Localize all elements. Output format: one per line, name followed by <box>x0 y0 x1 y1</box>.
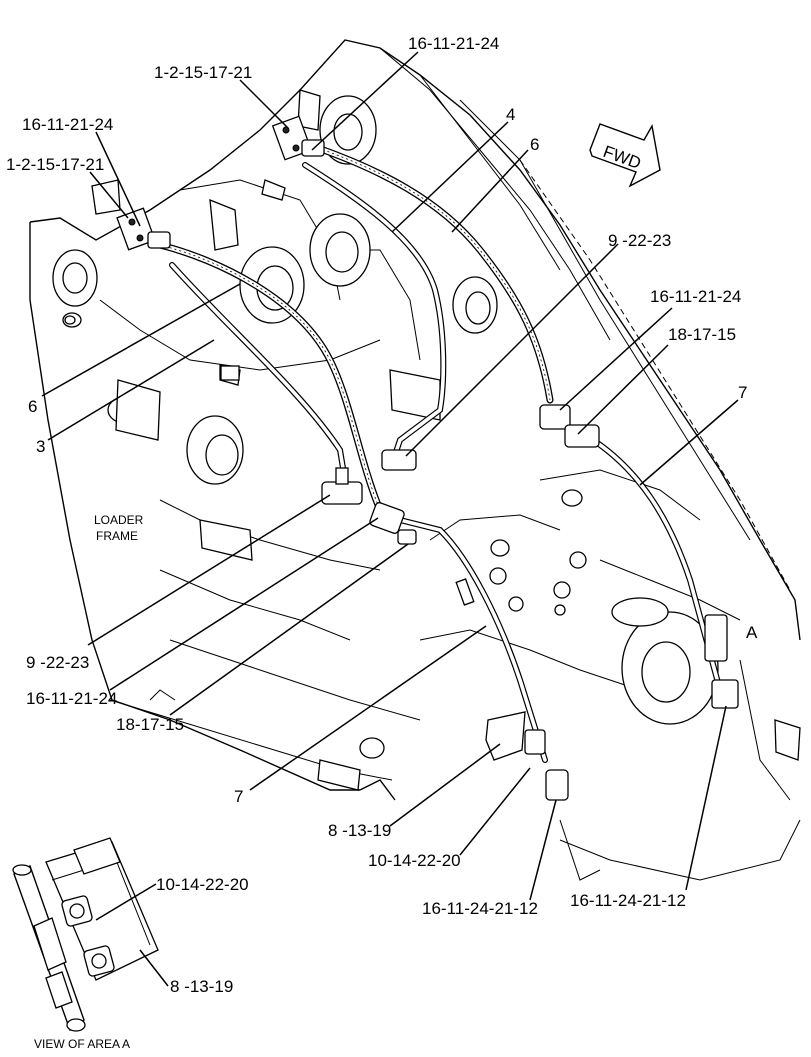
area-a-label: A <box>746 623 758 642</box>
inset-callout-10-14-22-20: 10-14-22-20 <box>156 875 249 894</box>
callout-9-22-23-left: 9 -22-23 <box>26 653 89 672</box>
frame-bores <box>52 95 719 759</box>
hose-6-right <box>314 144 554 404</box>
callout-16-11-24-21-12-right: 16-11-24-21-12 <box>570 891 686 910</box>
callout-16-11-21-24-left: 16-11-21-24 <box>22 115 113 134</box>
tube-7-right <box>587 435 723 693</box>
callout-16-11-21-24-right: 16-11-21-24 <box>650 287 741 306</box>
loader-frame-label-line1: LOADER <box>94 513 144 527</box>
callout-1-2-15-17-21-top: 1-2-15-17-21 <box>154 63 252 82</box>
callout-18-17-15-right: 18-17-15 <box>668 325 736 344</box>
view-of-area-a-caption: VIEW OF AREA A <box>34 1037 130 1051</box>
fittings <box>116 115 739 801</box>
callout-18-17-15-left: 18-17-15 <box>116 715 184 734</box>
callout-1-2-15-17-21-left: 1-2-15-17-21 <box>6 155 104 174</box>
fwd-arrow: FWD <box>589 123 661 188</box>
callout-16-11-21-24-top: 16-11-21-24 <box>408 34 499 53</box>
frame-brackets <box>91 89 801 791</box>
callouts: 16-11-21-24 1-2-15-17-21 16-11-21-24 1-2… <box>6 34 747 918</box>
callout-8-13-19: 8 -13-19 <box>328 821 391 840</box>
callout-9-22-23-right: 9 -22-23 <box>608 231 671 250</box>
callout-7-left: 7 <box>234 787 243 806</box>
hose-6-left <box>156 241 382 509</box>
callout-10-14-22-20: 10-14-22-20 <box>368 851 461 870</box>
callout-16-11-24-21-12-mid: 16-11-24-21-12 <box>422 899 538 918</box>
leader-lines <box>41 51 739 901</box>
tube-3 <box>169 262 348 483</box>
callout-6-upper: 6 <box>530 135 539 154</box>
callout-7-right: 7 <box>738 383 747 402</box>
callout-16-11-21-24-mid: 16-11-21-24 <box>26 689 117 708</box>
inset-callout-8-13-19: 8 -13-19 <box>170 977 233 996</box>
fwd-label: FWD <box>601 142 644 173</box>
callout-4: 4 <box>506 105 515 124</box>
callout-3: 3 <box>36 437 45 456</box>
tube-4 <box>302 162 447 458</box>
callout-6-left: 6 <box>28 397 37 416</box>
tube-7-left <box>397 517 548 763</box>
inset-view-area-a: 10-14-22-20 8 -13-19 VIEW OF AREA A <box>12 837 249 1051</box>
loader-frame-label-line2: FRAME <box>96 529 138 543</box>
